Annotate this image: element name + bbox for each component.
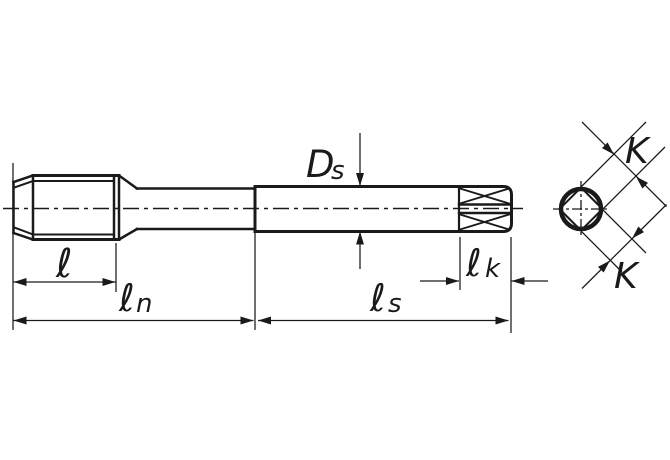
square-cross-top [458, 187, 511, 205]
arrowhead [356, 173, 364, 186]
dimension-shank-diameter: D s [306, 133, 364, 269]
square-drive-section [457, 185, 512, 233]
chamfer-inner-top [13, 179, 35, 189]
arrowhead [495, 316, 509, 325]
flat-extension-se [595, 146, 666, 217]
dimensions: ℓ ℓ n ℓ s ℓ k [12, 133, 548, 333]
flat-extension-nw [573, 121, 647, 195]
shank-circle [558, 186, 604, 232]
chamfer-bottom [11, 231, 35, 242]
label-shank-diameter: D [306, 143, 335, 186]
shank-outline [253, 185, 513, 233]
label-thread-length: ℓ [55, 241, 73, 287]
arrowhead [356, 231, 364, 245]
label-neck-length-sub: n [136, 289, 152, 319]
arrowhead [511, 277, 525, 285]
arrowhead [13, 316, 27, 325]
thread-section [11, 173, 139, 242]
dimension-square-width-bottom: K [581, 204, 667, 297]
taper-bottom [117, 227, 139, 242]
chamfer-inner-bottom [13, 226, 35, 236]
dimension-shank-length: ℓ s [258, 276, 509, 325]
arrowhead [446, 277, 459, 285]
dimension-line-k-top [581, 121, 667, 207]
label-shank-length-sub: s [388, 289, 402, 319]
label-shank-length: ℓ [369, 276, 386, 320]
chamfer-top [11, 173, 35, 184]
arrowhead [258, 316, 271, 325]
neck-section [135, 185, 257, 233]
flat-extension-ne [587, 194, 647, 254]
dimension-thread-length: ℓ [13, 241, 116, 287]
arrowhead [13, 278, 27, 286]
label-square-length: ℓ [465, 241, 482, 285]
label-square-length-sub: k [485, 254, 501, 284]
arrowhead [102, 278, 116, 286]
label-neck-length: ℓ [118, 276, 135, 320]
taper-top [117, 173, 139, 191]
dimension-line-k-bottom [581, 204, 667, 289]
label-shank-diameter-sub: s [331, 156, 345, 186]
square-cross-bottom [458, 213, 511, 231]
dimension-neck-length: ℓ n [13, 276, 254, 325]
dimension-square-length: ℓ k [420, 241, 548, 285]
dimension-square-width-top: K [581, 121, 667, 207]
label-square-width-bottom: K [614, 256, 640, 297]
shank-section [253, 185, 513, 233]
label-square-width-top: K [625, 131, 651, 172]
flat-extension-sw [565, 215, 623, 273]
arrowhead [240, 316, 254, 325]
tap-end-view: K K [553, 121, 667, 297]
tap-side-view [3, 173, 523, 242]
